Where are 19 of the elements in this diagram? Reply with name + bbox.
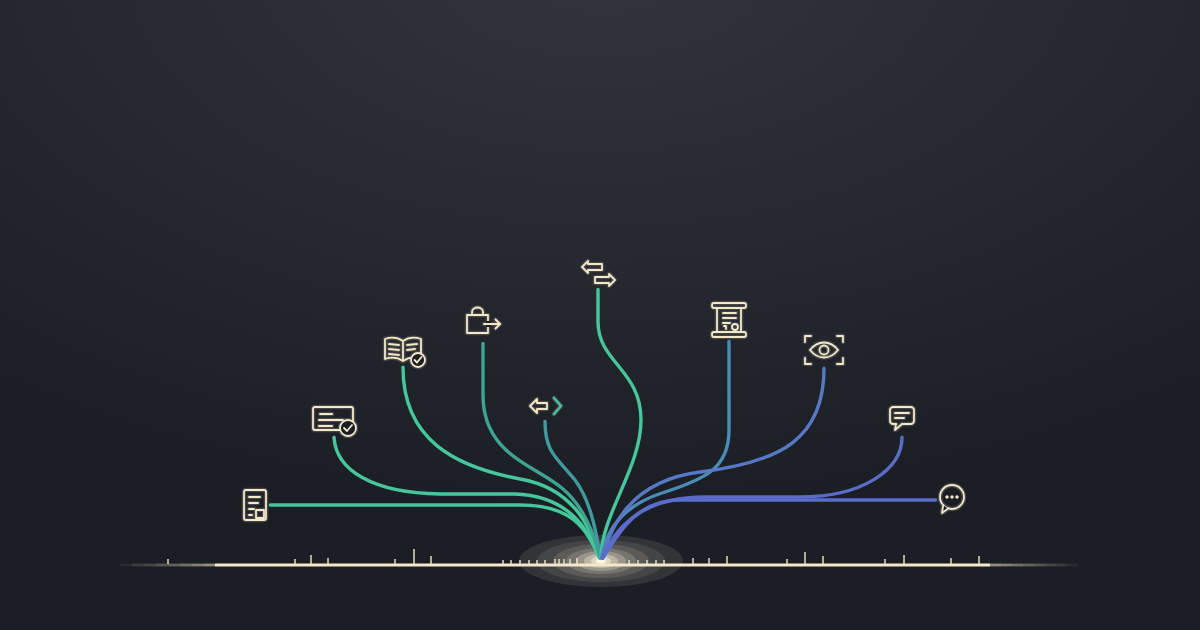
book-check-icon bbox=[382, 335, 428, 370]
curved-line bbox=[600, 435, 904, 560]
arrows-icon bbox=[527, 395, 564, 417]
chat-dots-icon bbox=[937, 482, 967, 516]
document-icon bbox=[241, 487, 269, 523]
curved-line bbox=[599, 339, 731, 560]
swap-arrows-icon bbox=[579, 258, 618, 289]
curved-line bbox=[601, 498, 938, 560]
chat-icon bbox=[887, 404, 917, 433]
curved-line bbox=[600, 366, 826, 560]
eye-icon bbox=[802, 333, 846, 367]
bag-arrow-icon bbox=[464, 305, 503, 336]
curved-line bbox=[481, 341, 602, 560]
glow-point bbox=[519, 535, 683, 587]
curved-line bbox=[596, 287, 643, 560]
curved-line bbox=[332, 435, 602, 560]
card-check-icon bbox=[310, 404, 359, 439]
scroll-icon bbox=[709, 300, 749, 340]
curved-line bbox=[543, 419, 603, 560]
